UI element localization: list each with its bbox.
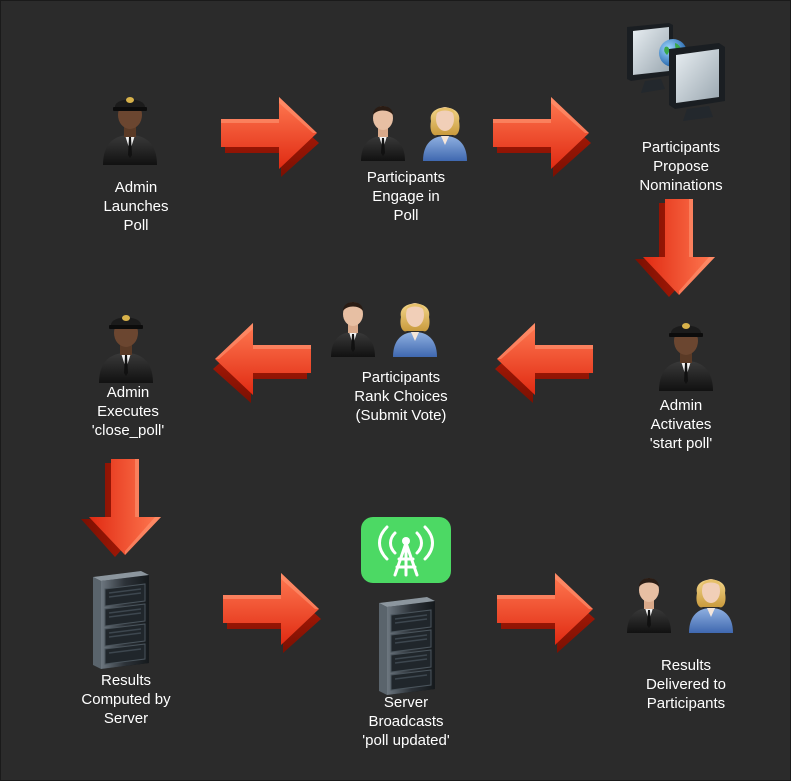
participants-rank-node [329, 287, 439, 359]
participants-pair-icon [331, 302, 437, 357]
participants-engage-node [359, 91, 469, 163]
computers-globe-icon [627, 23, 725, 121]
results-computed-node [89, 570, 151, 670]
results-computed-label: Results Computed by Server [81, 672, 171, 727]
server-rack-icon [378, 596, 436, 696]
participants-engage-label: Participants Engage in Poll [366, 169, 446, 224]
arrow-compute-to-broadcast [223, 573, 323, 653]
server-broadcasts-node [359, 515, 453, 696]
admin-executes-label: Admin Executes 'close_poll' [91, 384, 165, 439]
arrow-rank-to-execute [213, 323, 313, 403]
admin-launches-label: Admin Launches Poll [103, 179, 169, 234]
arrow-broadcast-to-deliver [497, 573, 597, 653]
server-rack-icon [92, 570, 150, 670]
admin-person-icon [99, 315, 153, 383]
admin-executes-node [93, 303, 159, 383]
admin-person-icon [103, 97, 157, 165]
admin-activates-label: Admin Activates 'start poll' [649, 397, 713, 452]
participants-pair-icon [361, 106, 467, 161]
arrow-engage-to-propose [493, 97, 593, 177]
server-broadcasts-label: Server Broadcasts 'poll updated' [362, 694, 450, 749]
participants-propose-label: Participants Propose Nominations [639, 139, 723, 194]
participants-pair-icon [627, 578, 733, 633]
admin-person-icon [659, 323, 713, 391]
results-delivered-node [625, 563, 735, 635]
participants-propose-node [621, 23, 727, 123]
arrow-activate-to-rank [495, 323, 595, 403]
arrow-propose-to-activate [635, 199, 717, 299]
antenna-broadcast-icon [359, 515, 453, 585]
results-delivered-label: Results Delivered to Participants [645, 657, 727, 712]
admin-launches-node [97, 85, 163, 165]
participants-rank-label: Participants Rank Choices (Submit Vote) [354, 369, 448, 424]
admin-activates-node [653, 311, 719, 391]
arrow-execute-to-compute [81, 459, 163, 559]
arrow-launch-to-engage [221, 97, 321, 177]
